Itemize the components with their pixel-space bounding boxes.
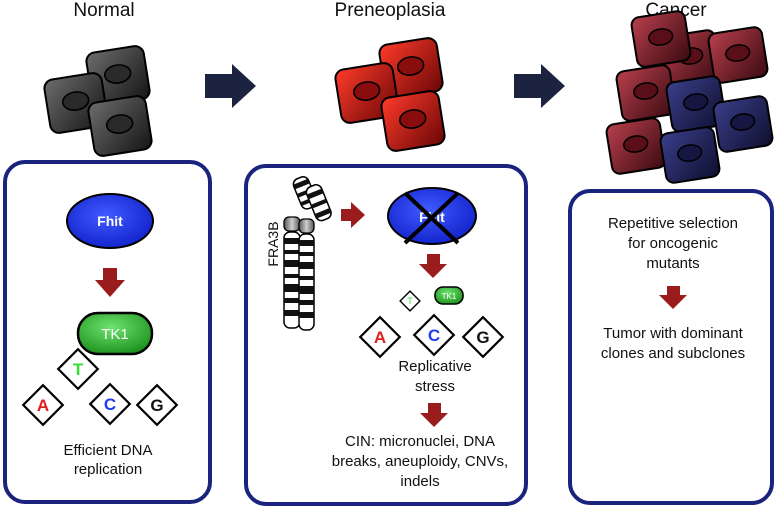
stage-arrow-icon: [514, 64, 565, 108]
normal-cells: [43, 45, 153, 157]
preneoplasia-cells: [334, 37, 446, 152]
normal-caption-line2: replication: [73, 461, 143, 478]
selection-line3: mutants: [646, 255, 700, 272]
cin-line3: indels: [400, 473, 440, 490]
stage-title-preneoplasia: Preneoplasia: [334, 0, 446, 21]
cancer-cells: [605, 10, 774, 184]
preneoplasia-tk1-protein: TK1: [434, 286, 464, 305]
normal-nucleotide-g: G: [135, 383, 179, 427]
replicative-stress-line2: stress: [414, 378, 455, 395]
normal-caption-line1: Efficient DNA: [63, 442, 153, 459]
svg-text:T: T: [73, 360, 84, 379]
cancer-cell-navy: [712, 95, 774, 153]
preneoplasia-tk1-label: TK1: [442, 292, 457, 301]
cancer-cell-navy: [659, 126, 721, 184]
normal-cell: [87, 95, 153, 157]
svg-text:C: C: [428, 326, 440, 345]
normal-fhit-protein: Fhit: [66, 193, 154, 249]
preneoplasia-nucleotide-a: A: [358, 315, 402, 359]
svg-text:T: T: [407, 296, 413, 306]
svg-text:A: A: [37, 396, 49, 415]
preneoplasia-nucleotide-c: C: [412, 313, 456, 357]
svg-text:A: A: [374, 328, 386, 347]
down-arrow-icon: [419, 254, 447, 278]
normal-fhit-label: Fhit: [97, 213, 123, 229]
svg-text:G: G: [150, 396, 163, 415]
replicative-stress-line1: Replicative: [398, 358, 472, 375]
stage-arrow-icon: [205, 64, 256, 108]
cross-out-icon: [403, 191, 460, 245]
cancer-cell-maroon: [707, 26, 769, 84]
preneoplasia-nucleotide-t: T: [399, 290, 421, 312]
tumor-line1: Tumor with dominant: [603, 325, 743, 342]
stage-title-normal: Normal: [73, 0, 135, 21]
cin-line1: CIN: micronuclei, DNA: [344, 433, 496, 450]
cancer-cell-maroon: [630, 10, 692, 68]
cancer-cell-maroon: [605, 117, 667, 175]
selection-line1: Repetitive selection: [607, 215, 739, 232]
svg-text:C: C: [104, 395, 116, 414]
normal-nucleotide-a: A: [21, 383, 65, 427]
preneoplastic-cell: [380, 90, 446, 152]
cancer-panel: [568, 189, 774, 505]
normal-tk1-protein: TK1: [76, 311, 154, 356]
tumor-line2: clones and subclones: [600, 345, 746, 362]
selection-line2: for oncogenic: [627, 235, 719, 252]
right-arrow-icon: [341, 202, 365, 228]
normal-nucleotide-t: T: [56, 347, 100, 391]
normal-nucleotide-c: C: [88, 382, 132, 426]
cancer-cell-maroon: [615, 64, 677, 122]
svg-text:G: G: [476, 328, 489, 347]
fra3b-label: FRA3B: [265, 221, 281, 266]
preneoplasia-nucleotide-g: G: [461, 315, 505, 359]
normal-tk1-label: TK1: [101, 326, 129, 343]
cin-line2: breaks, aneuploidy, CNVs,: [331, 453, 509, 470]
preneoplasia-fhit-protein: Fhit: [387, 187, 477, 245]
fra3b-chromosome: FRA3B: [265, 176, 332, 331]
down-arrow-icon: [659, 286, 687, 309]
down-arrow-icon: [95, 268, 125, 297]
cancer-cell-navy: [665, 75, 727, 133]
down-arrow-icon: [420, 403, 448, 427]
